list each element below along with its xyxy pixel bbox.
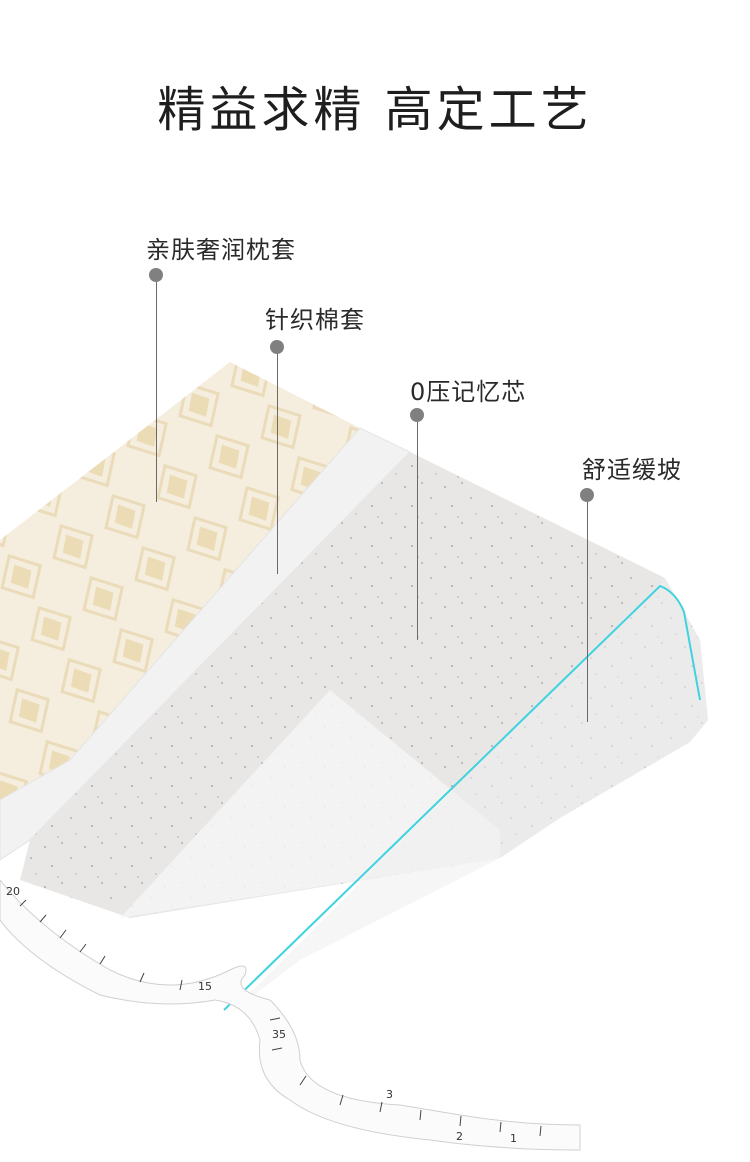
- tape-number-4: 3: [386, 1088, 393, 1101]
- callout-pillowcase-label: 亲肤奢润枕套: [146, 236, 296, 264]
- tape-number-6: 1: [510, 1132, 517, 1145]
- callout-pillowcase-dot: [149, 268, 163, 282]
- callout-memory-core-dot: [410, 408, 424, 422]
- callout-knit-cover-dot: [270, 340, 284, 354]
- callout-pillowcase-line: [156, 282, 157, 502]
- tape-ticks: [19, 899, 542, 1137]
- callout-memory-core-line: [417, 422, 418, 640]
- callout-slope-dot: [580, 488, 594, 502]
- callout-memory-core-label: 0压记忆芯: [410, 378, 527, 406]
- callout-slope-line: [587, 502, 588, 722]
- pillowcase-layer: [0, 362, 360, 800]
- callout-knit-cover-label: 针织棉套: [265, 306, 365, 334]
- tape-number-1: 20: [6, 885, 20, 898]
- tape-number-3: 35: [272, 1028, 286, 1041]
- tape-number-5: 2: [456, 1130, 463, 1143]
- callout-slope-label: 舒适缓坡: [582, 456, 682, 484]
- slope-face: [228, 578, 708, 1015]
- page-title: 精益求精 高定工艺: [157, 82, 593, 138]
- slope-profile-line: [223, 584, 701, 1011]
- measuring-tape: [0, 879, 581, 1151]
- callout-knit-cover-line: [277, 354, 278, 574]
- tape-number-2: 15: [198, 980, 212, 993]
